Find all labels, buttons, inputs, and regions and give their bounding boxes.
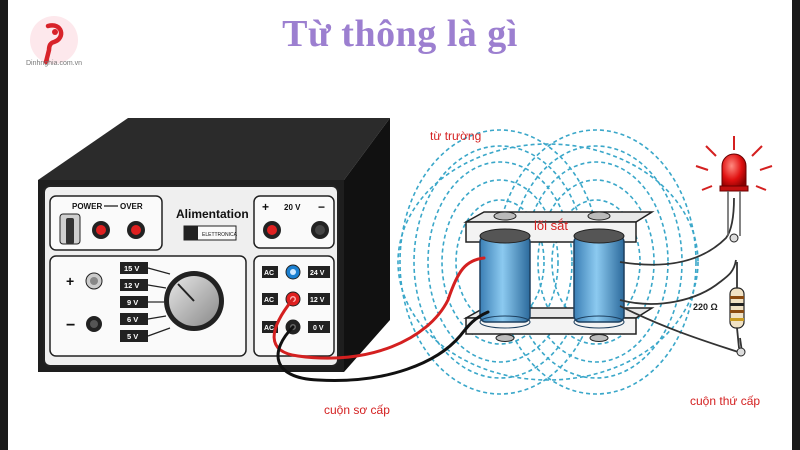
brand-small-label: ELETTRONICA	[202, 232, 238, 238]
power-toggle-switch[interactable]	[60, 214, 80, 244]
voltage-label: 12 V	[124, 281, 139, 290]
output-label: 12 V	[310, 297, 325, 304]
terminal-selector-positive[interactable]	[86, 273, 102, 289]
terminal-20v-negative[interactable]	[311, 221, 329, 239]
iron-core-label: lõi sắt	[534, 218, 568, 233]
volt-20-label: 20 V	[284, 203, 301, 212]
voltage-label: 15 V	[124, 264, 139, 273]
voltage-selector-knob[interactable]	[164, 271, 224, 331]
primary-coil-label: cuộn sơ cấp	[324, 403, 390, 417]
brand-label: Alimentation	[176, 207, 249, 221]
selector-minus-sign: −	[66, 317, 75, 334]
terminal-24v[interactable]	[286, 265, 300, 279]
power-label: POWER	[72, 202, 102, 211]
circuit-diagram: POWER OVER Alimentation ELETTRONICA + 20	[8, 0, 792, 450]
magnetic-field-lines	[398, 130, 698, 394]
resistor-label: 220 Ω	[693, 302, 718, 312]
voltage-label: 5 V	[127, 332, 138, 341]
power-indicator-lamp	[92, 221, 110, 239]
magnetic-field-label: từ trường	[430, 129, 481, 143]
terminal-20v-positive[interactable]	[263, 221, 281, 239]
diagram-canvas: Từ thông là gì Dinhnghia.com.vn	[8, 0, 792, 450]
secondary-coil	[574, 229, 624, 328]
ac-label: AC	[264, 297, 274, 304]
ac-label: AC	[264, 270, 274, 277]
output-label: 24 V	[310, 270, 325, 277]
over-label: OVER	[120, 202, 143, 211]
plus-sign: +	[262, 200, 269, 214]
voltage-labels: 15 V 12 V 9 V 6 V 5 V	[120, 262, 148, 342]
minus-sign: −	[318, 200, 325, 214]
resistor	[730, 262, 745, 356]
over-indicator-lamp	[127, 221, 145, 239]
power-supply: POWER OVER Alimentation ELETTRONICA + 20	[38, 118, 390, 372]
selector-plus-sign: +	[66, 273, 74, 289]
terminal-selector-negative[interactable]	[86, 316, 102, 332]
secondary-coil-label: cuộn thứ cấp	[690, 394, 760, 408]
ac-label: AC	[264, 325, 274, 332]
voltage-label: 6 V	[127, 315, 138, 324]
voltage-label: 9 V	[127, 298, 138, 307]
led-bulb	[696, 136, 772, 242]
output-label: 0 V	[313, 325, 324, 332]
